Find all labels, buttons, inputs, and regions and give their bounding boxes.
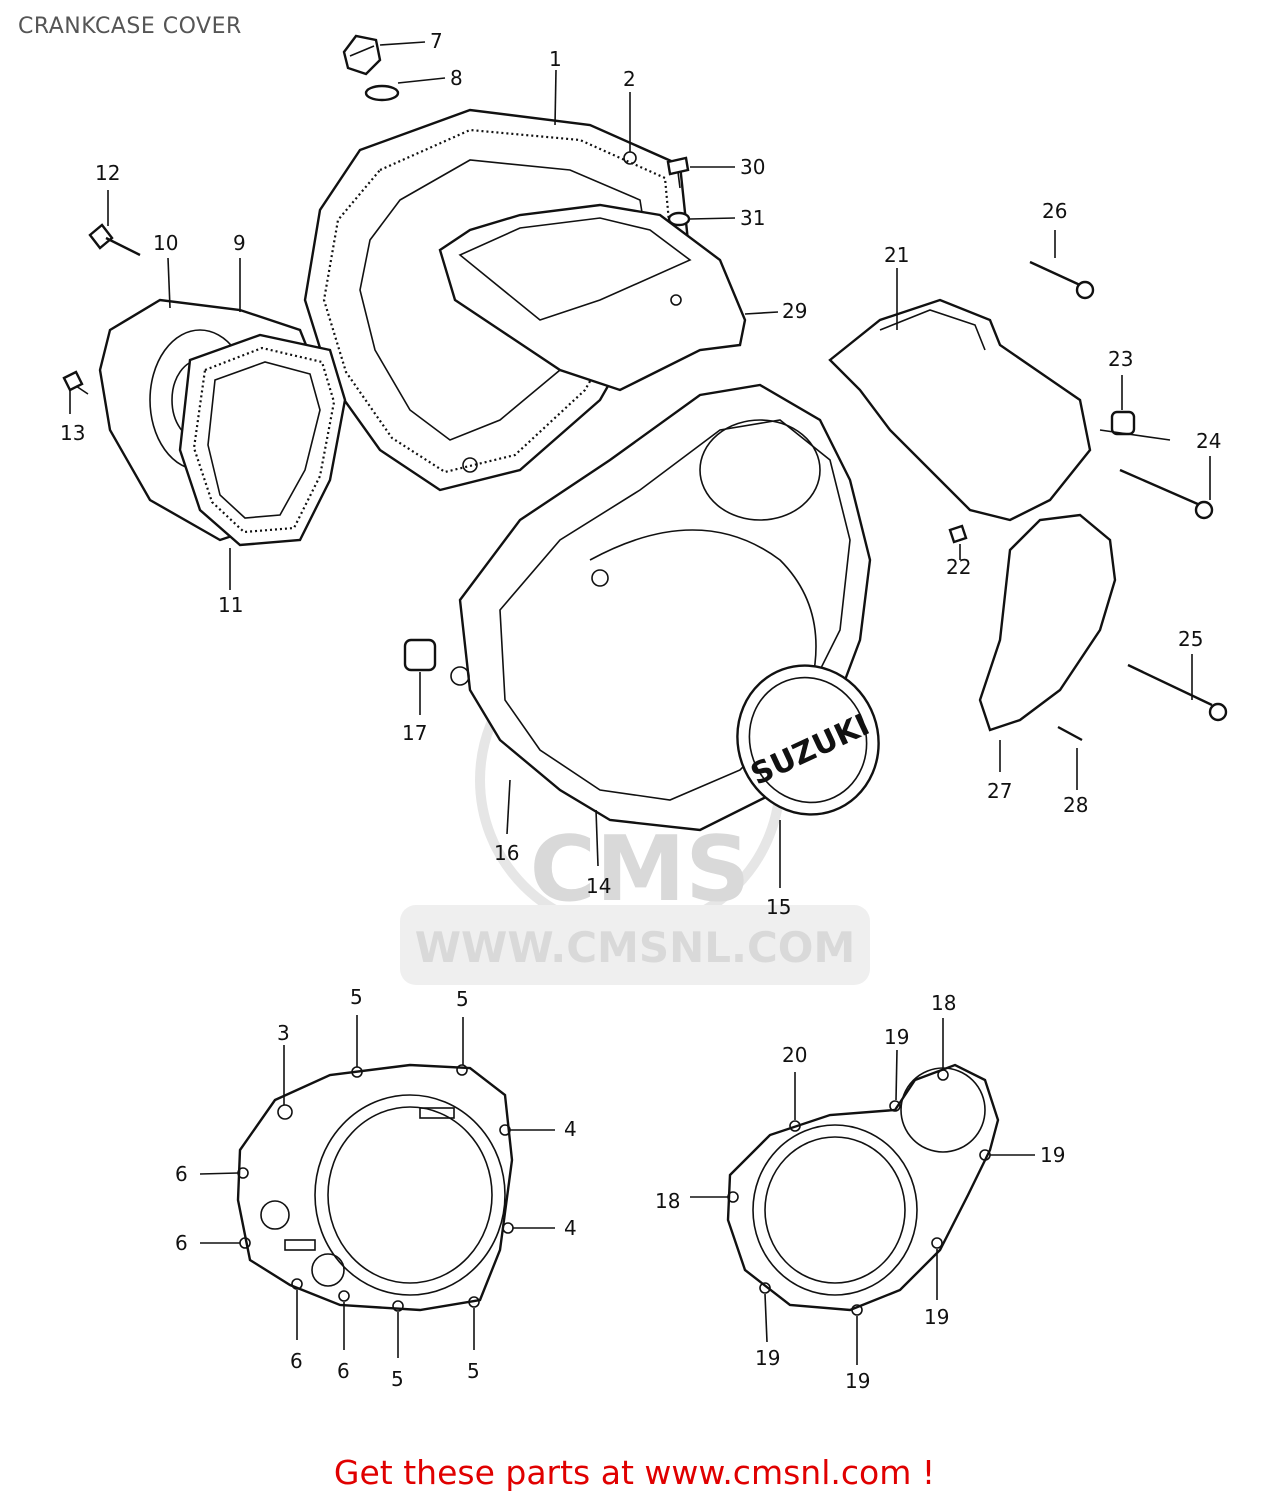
callout-5c: 5 [391, 1367, 404, 1391]
dowel-pin-23 [1110, 410, 1136, 436]
callout-8: 8 [450, 66, 463, 90]
screw-28 [1057, 725, 1083, 742]
callout-3: 3 [277, 1021, 290, 1045]
generator-cover-front-view [726, 1063, 1000, 1316]
page-title: CRANKCASE COVER [18, 14, 242, 39]
callout-11: 11 [218, 593, 243, 617]
leader-lines [69, 41, 1211, 1365]
callout-5b: 5 [456, 987, 469, 1011]
callout-27: 27 [987, 779, 1012, 803]
watermark-url: WWW.CMSNL.COM [415, 923, 856, 972]
oil-filler-cap [342, 34, 400, 102]
generator-cover-back [828, 298, 1092, 522]
callout-6c: 6 [290, 1349, 303, 1373]
callout-10: 10 [153, 231, 178, 255]
callout-30: 30 [740, 155, 765, 179]
callout-19c: 19 [924, 1305, 949, 1329]
callout-19d: 19 [755, 1346, 780, 1370]
callout-5a: 5 [350, 985, 363, 1009]
callout-25: 25 [1178, 627, 1203, 651]
callout-19e: 19 [845, 1369, 870, 1393]
callout-19a: 19 [884, 1025, 909, 1049]
callout-18b: 18 [655, 1189, 680, 1213]
screw-22 [948, 524, 968, 544]
callout-2: 2 [623, 67, 636, 91]
callout-7: 7 [430, 29, 443, 53]
callout-22: 22 [946, 555, 971, 579]
callout-16: 16 [494, 841, 519, 865]
callout-26: 26 [1042, 199, 1067, 223]
clutch-cover-front-view [236, 1063, 514, 1312]
callout-5d: 5 [467, 1359, 480, 1383]
callout-24: 24 [1196, 429, 1221, 453]
callout-20: 20 [782, 1043, 807, 1067]
callout-1: 1 [549, 47, 562, 71]
callout-15: 15 [766, 895, 791, 919]
callout-4b: 4 [564, 1216, 577, 1240]
callout-6d: 6 [337, 1359, 350, 1383]
callout-28: 28 [1063, 793, 1088, 817]
callout-29: 29 [782, 299, 807, 323]
callout-12: 12 [95, 161, 120, 185]
callout-6b: 6 [175, 1231, 188, 1255]
watermark: CMS WWW.CMSNL.COM [400, 625, 870, 985]
callout-14: 14 [586, 874, 611, 898]
footer-cta-link[interactable]: Get these parts at www.cmsnl.com ! [333, 1453, 936, 1492]
dowel-pin-17 [403, 638, 437, 672]
starter-cover [978, 513, 1117, 732]
watermark-brand: CMS [530, 817, 750, 922]
clutch-cover [438, 203, 747, 392]
suzuki-emblem-plate: SUZUKI [736, 664, 880, 816]
bolt-30 [666, 156, 691, 227]
bolt-25 [1127, 663, 1228, 722]
callout-labels: 7 8 1 2 30 31 29 12 10 9 13 11 21 26 23 … [60, 29, 1221, 1393]
callout-18a: 18 [931, 991, 956, 1015]
screw-13 [62, 370, 89, 395]
callout-6a: 6 [175, 1162, 188, 1186]
callout-31: 31 [740, 206, 765, 230]
callout-21: 21 [884, 243, 909, 267]
callout-4a: 4 [564, 1117, 577, 1141]
callout-19b: 19 [1040, 1143, 1065, 1167]
callout-23: 23 [1108, 347, 1133, 371]
cover-gasket-11 [178, 333, 347, 547]
bolt-26 [1029, 260, 1095, 300]
callout-9: 9 [233, 231, 246, 255]
callout-13: 13 [60, 421, 85, 445]
callout-17: 17 [402, 721, 427, 745]
bolt-24 [1119, 468, 1214, 520]
bolt-12 [88, 223, 141, 257]
